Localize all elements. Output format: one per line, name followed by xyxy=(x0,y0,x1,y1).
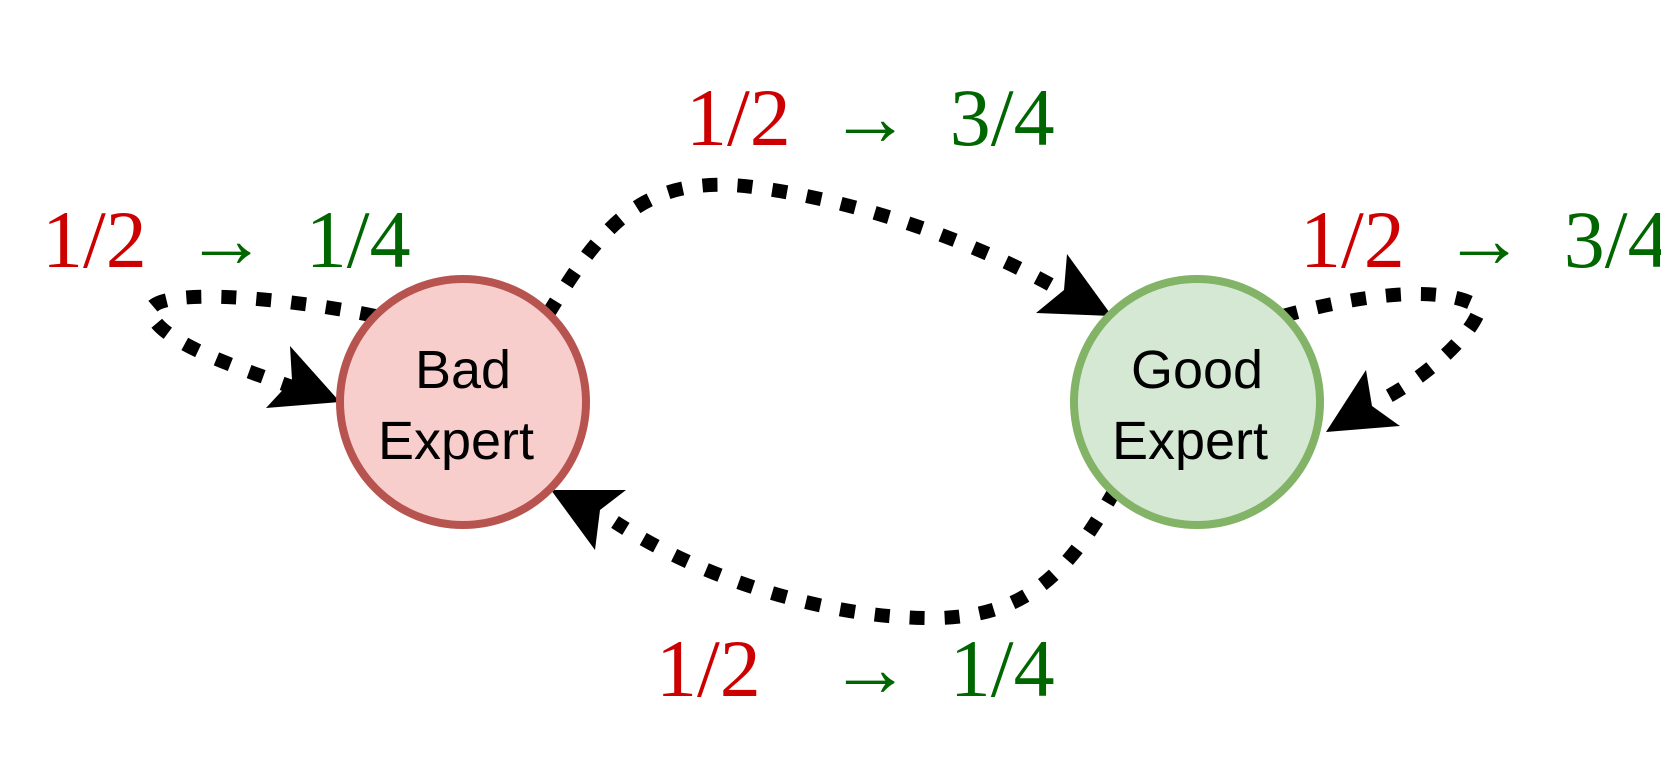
edges xyxy=(142,177,1489,626)
edge-bad-to-good-arrowhead xyxy=(1036,254,1112,316)
edge-bad-to-good xyxy=(542,177,1064,318)
edge-label-bad-to-good: 1/2 → 3/4 xyxy=(686,72,1055,163)
bad-expert-label-line2: Expert xyxy=(378,411,534,471)
edge-label-good-to-bad-to: 1/4 xyxy=(950,623,1055,714)
edge-label-good-self-arrow: → xyxy=(1443,194,1525,285)
edge-label-good-self-from: 1/2 xyxy=(1300,194,1405,285)
edge-label-good-self-to: 3/4 xyxy=(1564,194,1661,285)
edge-bad-self-loop xyxy=(142,289,377,395)
bad-expert-label-line1: Bad xyxy=(415,340,511,400)
edge-label-good-to-bad-from: 1/2 xyxy=(656,623,761,714)
edge-good-to-bad xyxy=(611,486,1122,626)
edge-label-good-self: 1/2 → 3/4 xyxy=(1300,194,1661,285)
edge-label-bad-self-to: 1/4 xyxy=(306,194,411,285)
edge-label-good-to-bad: 1/2 → 1/4 xyxy=(656,623,1055,714)
edge-good-to-bad-arrowhead xyxy=(551,490,626,550)
edge-good-self-loop xyxy=(1281,287,1489,405)
edge-label-bad-to-good-to: 3/4 xyxy=(950,72,1055,163)
good-expert-label-line1: Good xyxy=(1131,340,1263,400)
edge-label-bad-to-good-from: 1/2 xyxy=(686,72,791,163)
edge-label-bad-self: 1/2 → 1/4 xyxy=(42,194,411,285)
edge-bad-self-arrowhead xyxy=(266,346,340,408)
good-expert-label-line2: Expert xyxy=(1112,411,1268,471)
good-expert-node: Good Expert xyxy=(1070,275,1324,529)
edge-label-bad-self-from: 1/2 xyxy=(42,194,147,285)
bad-expert-circle xyxy=(336,275,590,529)
edge-labels: 1/2 → 1/4 1/2 → 3/4 1/2 → 3/4 1/2 → 1/4 xyxy=(42,72,1661,714)
edge-good-self-arrowhead xyxy=(1326,370,1400,432)
edge-label-bad-self-arrow: → xyxy=(185,194,267,285)
good-expert-circle xyxy=(1070,275,1324,529)
edge-label-bad-to-good-arrow: → xyxy=(829,72,911,163)
bad-expert-node: Bad Expert xyxy=(336,275,590,529)
edge-label-good-to-bad-arrow: → xyxy=(829,623,911,714)
